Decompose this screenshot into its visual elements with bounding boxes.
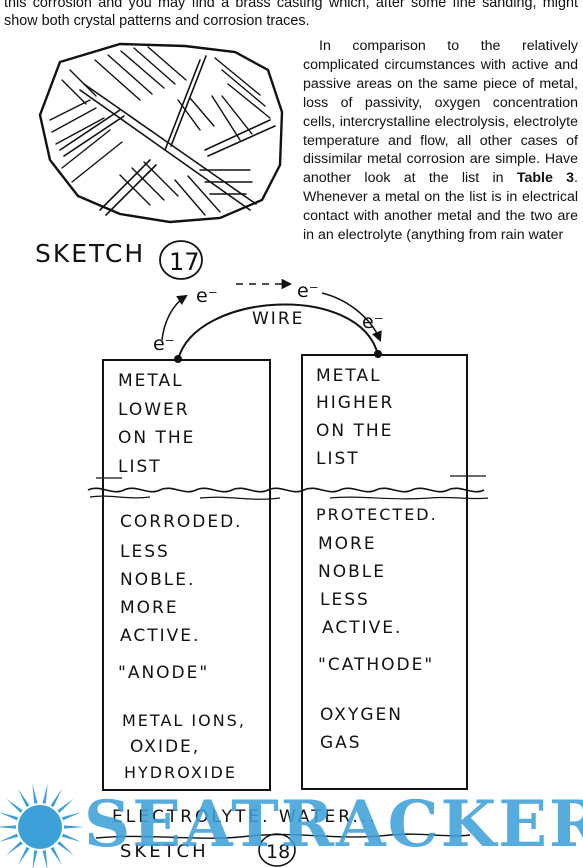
right-prop-2: MORE — [318, 534, 377, 554]
sun-ray — [18, 846, 30, 866]
sun-ray — [50, 846, 62, 866]
electron-label-2: e⁻ — [196, 285, 218, 307]
body-column: In comparison to the relatively complica… — [303, 37, 578, 245]
electron-label-4: e⁻ — [362, 311, 384, 333]
sun-ray — [50, 788, 62, 808]
left-prop-2: LESS — [120, 542, 170, 562]
sketch-18-underline — [95, 833, 471, 839]
body-paragraph: In comparison to the relatively complica… — [303, 37, 578, 245]
seatracker-watermark: SEATRACKER.RU — [0, 783, 583, 868]
right-prop-1: PROTECTED. — [316, 505, 438, 524]
sun-ray — [57, 841, 74, 856]
sketch-17-grain-drawing — [38, 42, 284, 224]
left-prop-5: ACTIVE. — [120, 626, 200, 646]
sketch-17-number: 17 — [169, 248, 200, 276]
left-prop-4: MORE — [120, 598, 179, 618]
right-terminal-dot — [374, 350, 382, 358]
right-top-line-4: LIST — [316, 449, 360, 469]
intro-paragraph: this corrosion and you may find a brass … — [4, 0, 578, 31]
right-top-line-2: HIGHER — [316, 393, 394, 413]
body-text-end: . Whenever a metal on the list is in ele… — [303, 170, 578, 244]
table-reference: Table 3 — [516, 170, 575, 187]
left-product-1: METAL IONS, — [122, 711, 246, 730]
electrolyte-surface-wave-2 — [89, 495, 489, 500]
sun-logo-icon — [0, 783, 84, 868]
sketch-18-cell-drawing — [87, 278, 489, 839]
left-top-line-4: LIST — [118, 457, 162, 477]
right-prop-3: NOBLE — [318, 562, 386, 582]
sun-ray — [42, 783, 48, 804]
sun-ray — [0, 833, 19, 842]
sun-ray — [0, 825, 17, 829]
electrolyte-label: ELECTROLYTE. WATER... — [112, 807, 378, 827]
sun-ray — [0, 812, 19, 821]
left-product-3: HYDROXIDE — [124, 763, 237, 782]
electron-label-3: e⁻ — [297, 280, 319, 302]
electron-arrow-3 — [321, 292, 382, 342]
sun-ray — [57, 798, 74, 813]
intro-text: this corrosion and you may find a brass … — [4, 0, 578, 29]
watermark-text: SEATRACKER.RU — [84, 787, 583, 862]
right-product-1: OXYGEN — [320, 705, 403, 725]
left-top-line-1: METAL — [118, 371, 184, 391]
left-role: "ANODE" — [118, 663, 209, 683]
sketch-17-label: SKETCH — [35, 239, 145, 268]
left-box-text: METAL LOWER ON THE LIST CORRODED. LESS N… — [118, 371, 246, 782]
right-box-text: METAL HIGHER ON THE LIST PROTECTED. MORE… — [316, 366, 438, 753]
sketch-18-label: SKETCH — [120, 841, 209, 862]
left-top-line-3: ON THE — [118, 428, 195, 448]
sun-ray — [32, 783, 38, 804]
sketch-18-number: 18 — [266, 841, 290, 863]
sun-ray — [61, 833, 82, 843]
electrolyte-surface-ticks — [96, 475, 486, 479]
left-top-line-2: LOWER — [118, 400, 190, 420]
metal-lower-box — [102, 359, 271, 791]
electrolyte-surface-wave — [87, 487, 485, 493]
sun-ray — [61, 811, 82, 821]
metal-higher-box — [301, 354, 468, 790]
sketch-17-number-circle — [159, 240, 203, 280]
right-product-2: GAS — [320, 733, 362, 753]
right-role: "CATHODE" — [318, 655, 434, 675]
electron-arrow-1 — [161, 294, 188, 341]
body-text-start: In comparison to the relatively complica… — [303, 38, 578, 187]
sun-ray — [32, 850, 38, 868]
sun-ray — [63, 825, 84, 829]
right-prop-4: LESS — [320, 590, 370, 610]
sun-ray — [6, 841, 23, 856]
left-prop-1: CORRODED. — [120, 512, 243, 532]
left-prop-3: NOBLE. — [120, 570, 195, 590]
right-prop-5: ACTIVE. — [322, 618, 402, 638]
left-product-2: OXIDE, — [130, 737, 200, 757]
right-top-line-1: METAL — [316, 366, 382, 386]
electron-label-1: e⁻ — [153, 333, 175, 355]
wire-line — [177, 303, 379, 361]
sun-ray — [18, 788, 30, 808]
sun-ray — [42, 850, 48, 868]
sun-ray — [6, 798, 23, 813]
wire-label: WIRE — [252, 309, 304, 329]
right-top-line-3: ON THE — [316, 421, 393, 441]
left-terminal-dot — [174, 355, 182, 363]
sketch-18-number-circle — [258, 833, 296, 867]
